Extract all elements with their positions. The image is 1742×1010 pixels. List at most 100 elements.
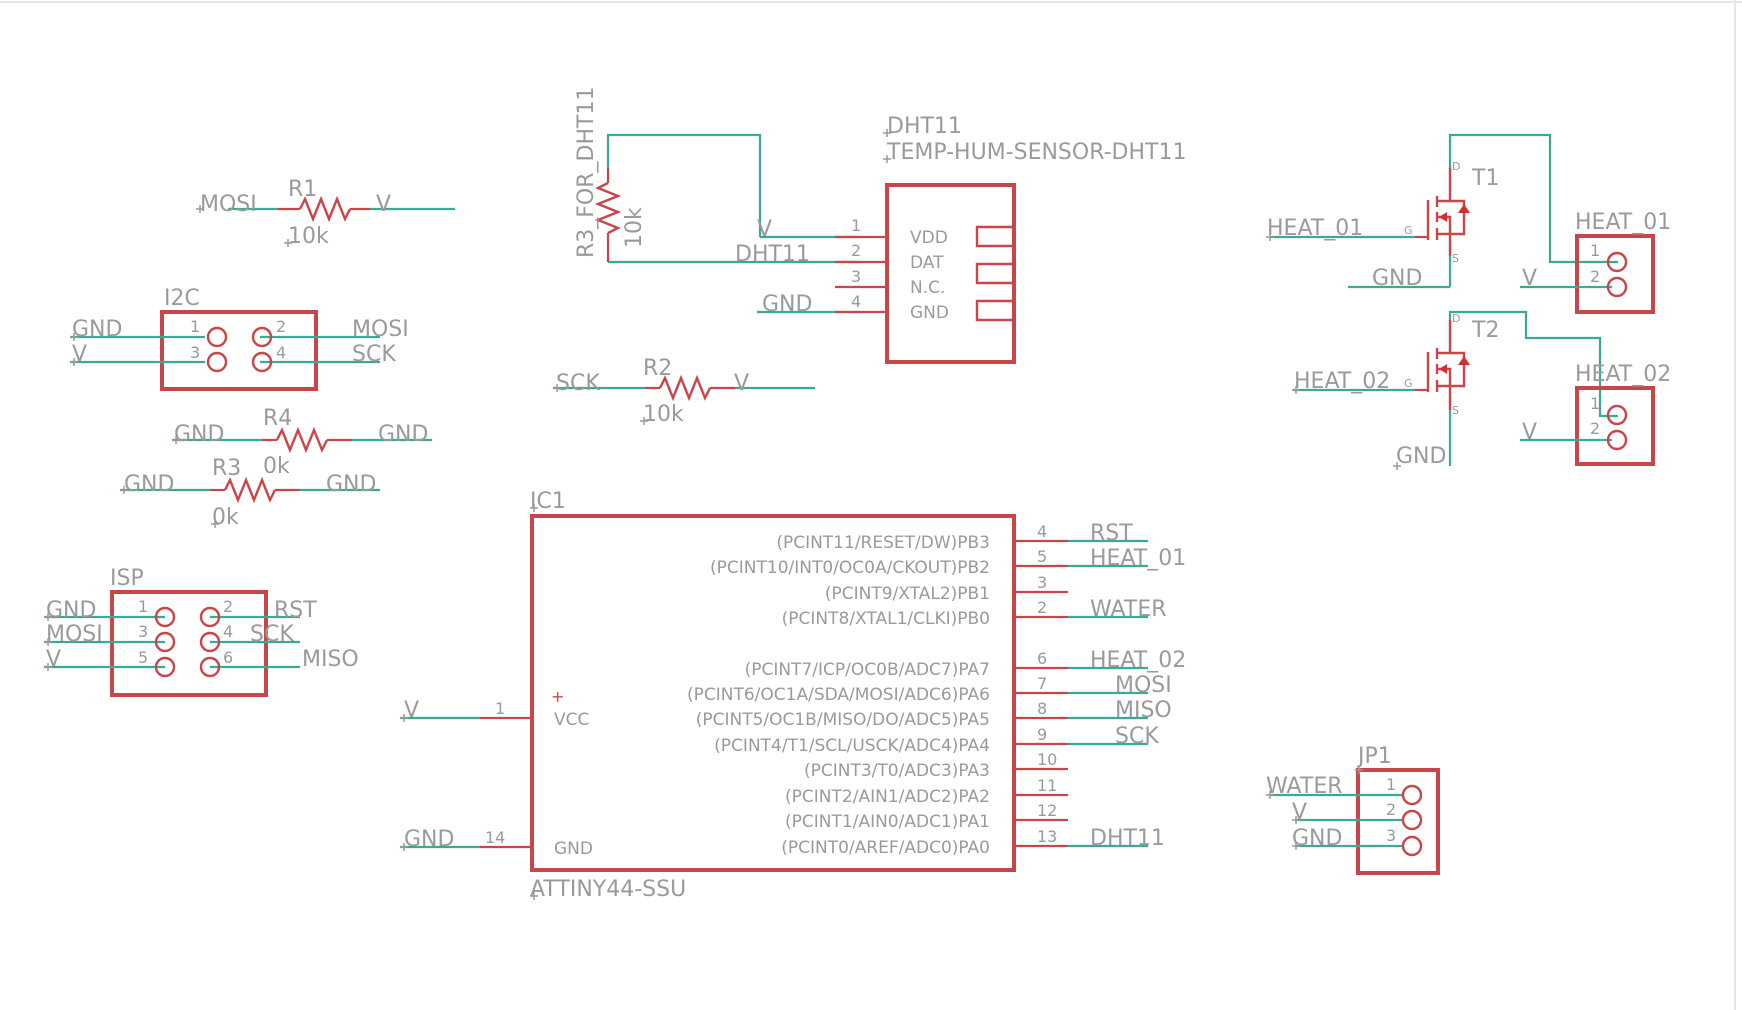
isp-left-net-3: V [46,647,61,672]
t2-source-net: GND [1396,444,1446,469]
resistor-r1[interactable]: MOSI V R1 10k [200,177,455,249]
sensor-dht11[interactable]: 1 2 3 4 VDD DAT N.C. GND V DHT11 GND DHT… [735,114,1186,364]
ic1-pin-pa2[interactable]: 11 (PCINT2/AIN1/ADC2)PA2 [785,776,1068,807]
r1-left-net-label: MOSI [200,192,257,217]
ic1-net-pb0: WATER [1090,597,1167,622]
ic1-attiny44[interactable]: 1 14 VCC GND V GND + 4 (PCINT11/RESET/DW… [400,489,1186,902]
isp-left-net-2: MOSI [46,622,103,647]
connector-i2c[interactable]: 1 2 3 4 GND V MOSI SCK I2C [70,286,409,391]
mosfet-t2[interactable]: D G S T2 HEAT_02 GND [1293,310,1618,469]
ic1-pin-name-pa0: (PCINT0/AREF/ADC0)PA0 [781,838,990,858]
jp1-net-2: V [1292,800,1307,825]
isp-left-net-1: GND [46,598,96,623]
heat02-name-label: HEAT_02 [1575,362,1671,387]
heat01-pin-2: 2 [1590,267,1600,286]
isp-pin-2: 2 [223,597,233,616]
ic1-pin-name-pb0: (PCINT8/XTAL1/CLKI)PB0 [782,609,990,629]
r2-left-net-label: SCK [556,371,600,396]
ic1-pin-name-pb3: (PCINT11/RESET/DW)PB3 [776,533,990,553]
ic1-pin-name-pa2: (PCINT2/AIN1/ADC2)PA2 [785,787,990,807]
ic1-pin-num-pa7: 6 [1037,649,1047,668]
ic1-pin-num-pa4: 9 [1037,725,1047,744]
isp-pin-5: 5 [138,648,148,667]
i2c-pin-2: 2 [276,317,286,336]
heat01-pin-1: 1 [1590,241,1600,260]
t1-drain-label: D [1452,160,1460,173]
i2c-right-net-1: MOSI [352,317,409,342]
resistor-r3-for-dht11[interactable]: R3_FOR_DHT11 10k [574,87,860,264]
ic1-pin-pa5[interactable]: 8 (PCINT5/OC1B/MISO/DO/ADC5)PA5 MISO [696,698,1172,730]
t1-gate-net: HEAT_01 [1267,216,1363,241]
t1-source-net: GND [1372,266,1422,291]
isp-pin-3: 3 [138,622,148,641]
ic1-pin-pa4[interactable]: 9 (PCINT4/T1/SCL/USCK/ADC4)PA4 SCK [714,724,1159,756]
ic1-pin-num-pb0: 2 [1037,598,1047,617]
dht-pin-num-4: 4 [851,292,861,311]
ic1-pin-name-pb2: (PCINT10/INT0/OC0A/CKOUT)PB2 [710,558,990,578]
r1-right-net-label: V [376,192,391,217]
i2c-left-net-1: GND [72,317,122,342]
connector-isp[interactable]: 1 2 3 4 5 6 GND MOSI V RST SCK MISO ISP [44,566,359,697]
r3-name-label: R3 [212,456,241,481]
ic1-pin-num-pb2: 5 [1037,547,1047,566]
ic1-net-vcc: V [404,698,419,723]
ic1-pin-pa6[interactable]: 7 (PCINT6/OC1A/SDA/MOSI/ADC6)PA6 MOSI [687,673,1172,705]
i2c-right-net-2: SCK [352,342,396,367]
i2c-name-label: I2C [164,286,200,311]
isp-pin-1: 1 [138,597,148,616]
r3-for-dht11-name-label: R3_FOR_DHT11 [574,87,599,258]
resistor-r2[interactable]: SCK V R2 10k [553,356,815,427]
ic1-pin-pa0[interactable]: 13 (PCINT0/AREF/ADC0)PA0 DHT11 [781,826,1165,858]
ic1-pin-num-pb3: 4 [1037,522,1047,541]
resistor-r3[interactable]: GND GND R3 0k [120,456,380,530]
connector-heat01[interactable]: 1 2 HEAT_01 V [1520,210,1671,314]
heat01-name-label: HEAT_01 [1575,210,1671,235]
ic1-pin-pa1[interactable]: 12 (PCINT1/AIN0/ADC1)PA1 [785,801,1068,832]
ic1-pin-name-vcc: VCC [554,710,589,730]
ic1-pin-name-pa1: (PCINT1/AIN0/ADC1)PA1 [785,812,990,832]
origin-markers [44,129,1401,900]
r3-value-label: 0k [212,505,239,530]
ic1-pin-pb1[interactable]: 3 (PCINT9/XTAL2)PB1 [825,573,1068,604]
ic1-net-pa7: HEAT_02 [1090,648,1186,673]
resistor-r4[interactable]: GND GND R4 0k [172,406,432,479]
r4-value-label: 0k [263,454,290,479]
ic1-pin-num-pa2: 11 [1037,776,1057,795]
t2-gate-label: G [1404,377,1413,390]
ic1-net-pb2: HEAT_01 [1090,546,1186,571]
jp1-pin-1: 1 [1386,775,1396,794]
jp1-net-1: WATER [1266,774,1343,799]
t2-source-label: S [1452,404,1459,417]
r3-for-dht11-value-label: 10k [622,207,647,248]
i2c-left-net-2: V [72,342,87,367]
connector-heat02[interactable]: 1 2 HEAT_02 V [1520,362,1671,466]
ic1-pin-num-pa0: 13 [1037,827,1057,846]
mosfet-t1[interactable]: D G S T1 HEAT_01 GND [1267,133,1618,291]
ic1-pin-num-vcc: 1 [495,699,505,718]
r1-value-label: 10k [288,224,329,249]
ic1-pin-pb0[interactable]: 2 (PCINT8/XTAL1/CLKI)PB0 WATER [782,597,1167,629]
ic1-net-pa0: DHT11 [1090,826,1165,851]
ic1-pin-pa3[interactable]: 10 (PCINT3/T0/ADC3)PA3 [804,750,1068,781]
i2c-pin-3: 3 [190,343,200,362]
ic1-name-label: IC1 [530,489,566,514]
ic1-pin-name-pa6: (PCINT6/OC1A/SDA/MOSI/ADC6)PA6 [687,685,990,705]
heat02-net-label: V [1522,420,1537,445]
t2-gate-net: HEAT_02 [1294,369,1390,394]
i2c-pin-4: 4 [276,343,286,362]
t2-drain-label: D [1452,312,1460,325]
ic1-pin-pb3[interactable]: 4 (PCINT11/RESET/DW)PB3 RST [776,521,1148,553]
ic1-pin-pa7[interactable]: 6 (PCINT7/ICP/OC0B/ADC7)PA7 HEAT_02 [745,648,1187,680]
isp-right-net-1: RST [274,598,317,623]
ic1-net-pa6: MOSI [1115,673,1172,698]
jp1-name-label: JP1 [1356,744,1392,769]
ic1-net-pa4: SCK [1115,724,1159,749]
ic1-pin-pb2[interactable]: 5 (PCINT10/INT0/OC0A/CKOUT)PB2 HEAT_01 [710,546,1186,578]
jp1-pin-2: 2 [1386,800,1396,819]
ic1-pin-name-pa7: (PCINT7/ICP/OC0B/ADC7)PA7 [745,660,990,680]
dht-pin-num-3: 3 [851,267,861,286]
t1-source-label: S [1452,252,1459,265]
ic1-pin-name-pb1: (PCINT9/XTAL2)PB1 [825,584,990,604]
dht-net-dat: DHT11 [735,242,810,267]
